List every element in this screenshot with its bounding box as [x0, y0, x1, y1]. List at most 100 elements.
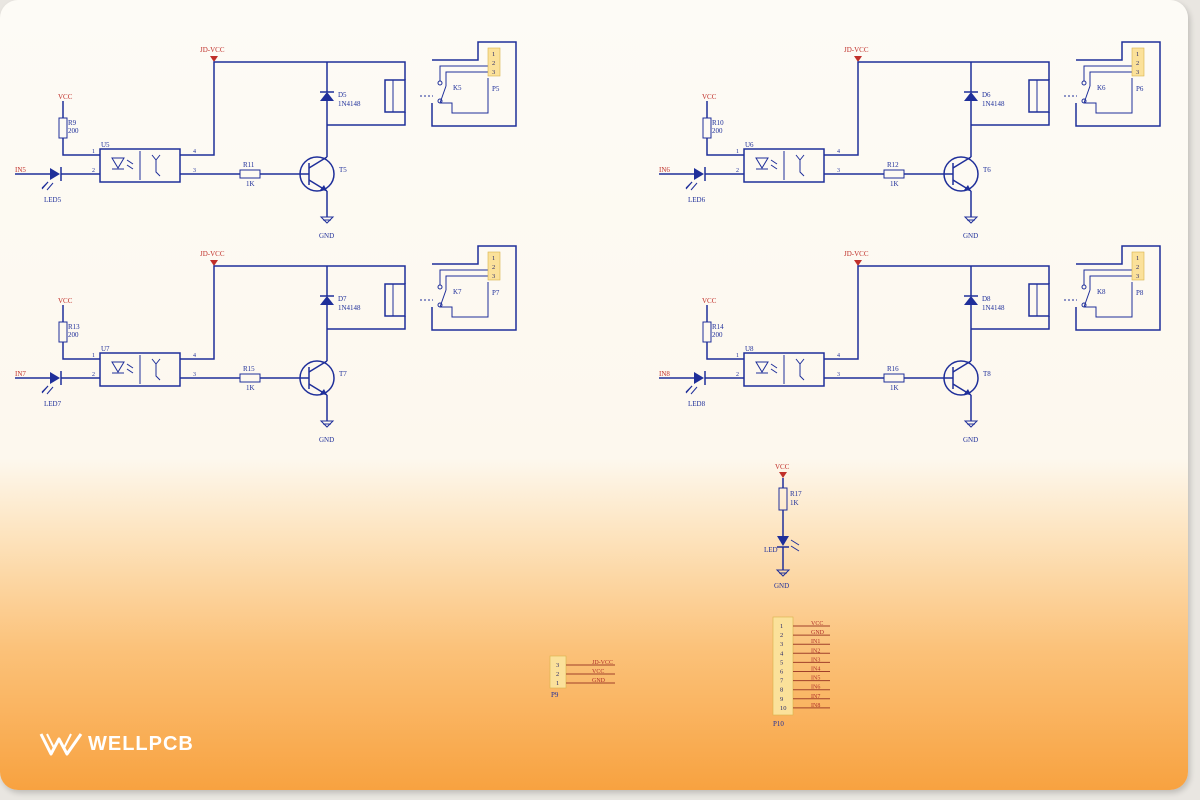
- connector-pin-2: 2: [1136, 264, 1139, 271]
- opto-pin-2: 2: [92, 372, 95, 378]
- diode-ref: D5: [338, 91, 347, 99]
- relay-switch: [439, 289, 447, 308]
- wire: [1083, 65, 1132, 81]
- wire: [1075, 245, 1161, 331]
- contact-no: [437, 284, 443, 290]
- connector-pin-2: 2: [1136, 60, 1139, 67]
- header-ref: P9: [551, 691, 559, 699]
- base-resistor-body: [883, 169, 905, 179]
- header-pin-number: 6: [780, 669, 784, 676]
- diode-icon: [320, 296, 334, 305]
- connector-pin-3: 3: [492, 69, 495, 76]
- emitter-arrow: [320, 389, 327, 395]
- opto-pin-3: 3: [837, 168, 840, 174]
- header-body: [549, 655, 567, 689]
- opto-pin-2: 2: [736, 168, 739, 174]
- vcc-label: VCC: [702, 297, 717, 305]
- connector-pin-3: 3: [1136, 69, 1139, 76]
- wire: [445, 71, 488, 86]
- header-net-label: IN3: [811, 657, 820, 663]
- connector-body: [487, 47, 501, 77]
- wire: [319, 216, 335, 224]
- resistor-ref: R9: [68, 119, 77, 127]
- resistor-body: [702, 117, 712, 139]
- wire: [963, 216, 979, 224]
- resistor-value: 200: [712, 127, 723, 135]
- vcc-label: VCC: [702, 93, 717, 101]
- wire: [327, 112, 406, 126]
- base-resistor-ref: R11: [243, 161, 255, 169]
- opto-ref: U6: [745, 141, 754, 149]
- jdvcc-label: JD-VCC: [844, 250, 869, 258]
- connector-pin-2: 2: [492, 264, 495, 271]
- connector-pin-2: 2: [492, 60, 495, 67]
- emitter-arrow: [964, 185, 971, 191]
- wire: [180, 61, 406, 156]
- led-ref: LED7: [44, 400, 62, 408]
- connector-body: [1131, 47, 1145, 77]
- gnd-label: GND: [774, 582, 789, 590]
- optocoupler-body: [99, 148, 181, 183]
- opto-light-arrow: [770, 368, 778, 374]
- opto-pin-3: 3: [193, 168, 196, 174]
- opto-pin-1: 1: [92, 149, 95, 155]
- opto-pin-2: 2: [92, 168, 95, 174]
- wire: [795, 154, 805, 177]
- input-label: IN6: [659, 166, 670, 174]
- led-emission-arrow: [685, 385, 693, 394]
- wire: [155, 358, 161, 365]
- connector-pin-3: 3: [1136, 273, 1139, 280]
- resistor-body: [58, 321, 68, 343]
- resistor-value: 200: [68, 127, 79, 135]
- opto-pin-2: 2: [736, 372, 739, 378]
- opto-light-arrow: [126, 368, 134, 374]
- opto-led-icon: [111, 361, 125, 373]
- led-icon: [50, 168, 60, 180]
- contact-no: [437, 80, 443, 86]
- vcc-label: VCC: [58, 93, 73, 101]
- wire: [971, 316, 1050, 330]
- wire: [952, 360, 972, 373]
- relay-coil: [384, 79, 406, 113]
- vcc-label: VCC: [775, 463, 790, 471]
- transistor-ref: T6: [983, 166, 991, 174]
- wire: [440, 78, 489, 114]
- led-emission-arrow: [41, 181, 49, 190]
- base-resistor-body: [239, 169, 261, 179]
- wire: [308, 360, 328, 373]
- led-ref: LED8: [688, 400, 706, 408]
- header-net-label: IN8: [811, 703, 820, 709]
- jdvcc-label: JD-VCC: [844, 46, 869, 54]
- wire: [440, 282, 489, 318]
- header-net-label: VCC: [811, 621, 823, 627]
- led-emission-arrow: [690, 386, 698, 395]
- connector-pin-3: 3: [492, 273, 495, 280]
- header-pin-number: 5: [780, 659, 783, 666]
- connector-body: [487, 251, 501, 281]
- wire: [151, 358, 161, 381]
- wire: [706, 138, 744, 156]
- transistor-ref: T7: [339, 370, 347, 378]
- connector-body: [1131, 251, 1145, 281]
- resistor-body: [778, 487, 788, 511]
- resistor-ref: R17: [790, 490, 802, 498]
- wire: [327, 316, 406, 330]
- opto-pin-4: 4: [837, 149, 840, 155]
- led-emission-arrow: [46, 386, 54, 395]
- base-resistor-ref: R16: [887, 365, 899, 373]
- transistor-ref: T8: [983, 370, 991, 378]
- contact-no: [1081, 284, 1087, 290]
- led-ref: LED6: [688, 196, 706, 204]
- relay-ref: K5: [453, 84, 462, 92]
- diode-icon: [964, 92, 978, 101]
- header-net-label: JD-VCC: [592, 660, 613, 666]
- wire: [775, 569, 791, 577]
- relay-ref: K8: [1097, 288, 1106, 296]
- diode-part: 1N4148: [982, 100, 1005, 108]
- emitter-arrow: [964, 389, 971, 395]
- resistor-body: [58, 117, 68, 139]
